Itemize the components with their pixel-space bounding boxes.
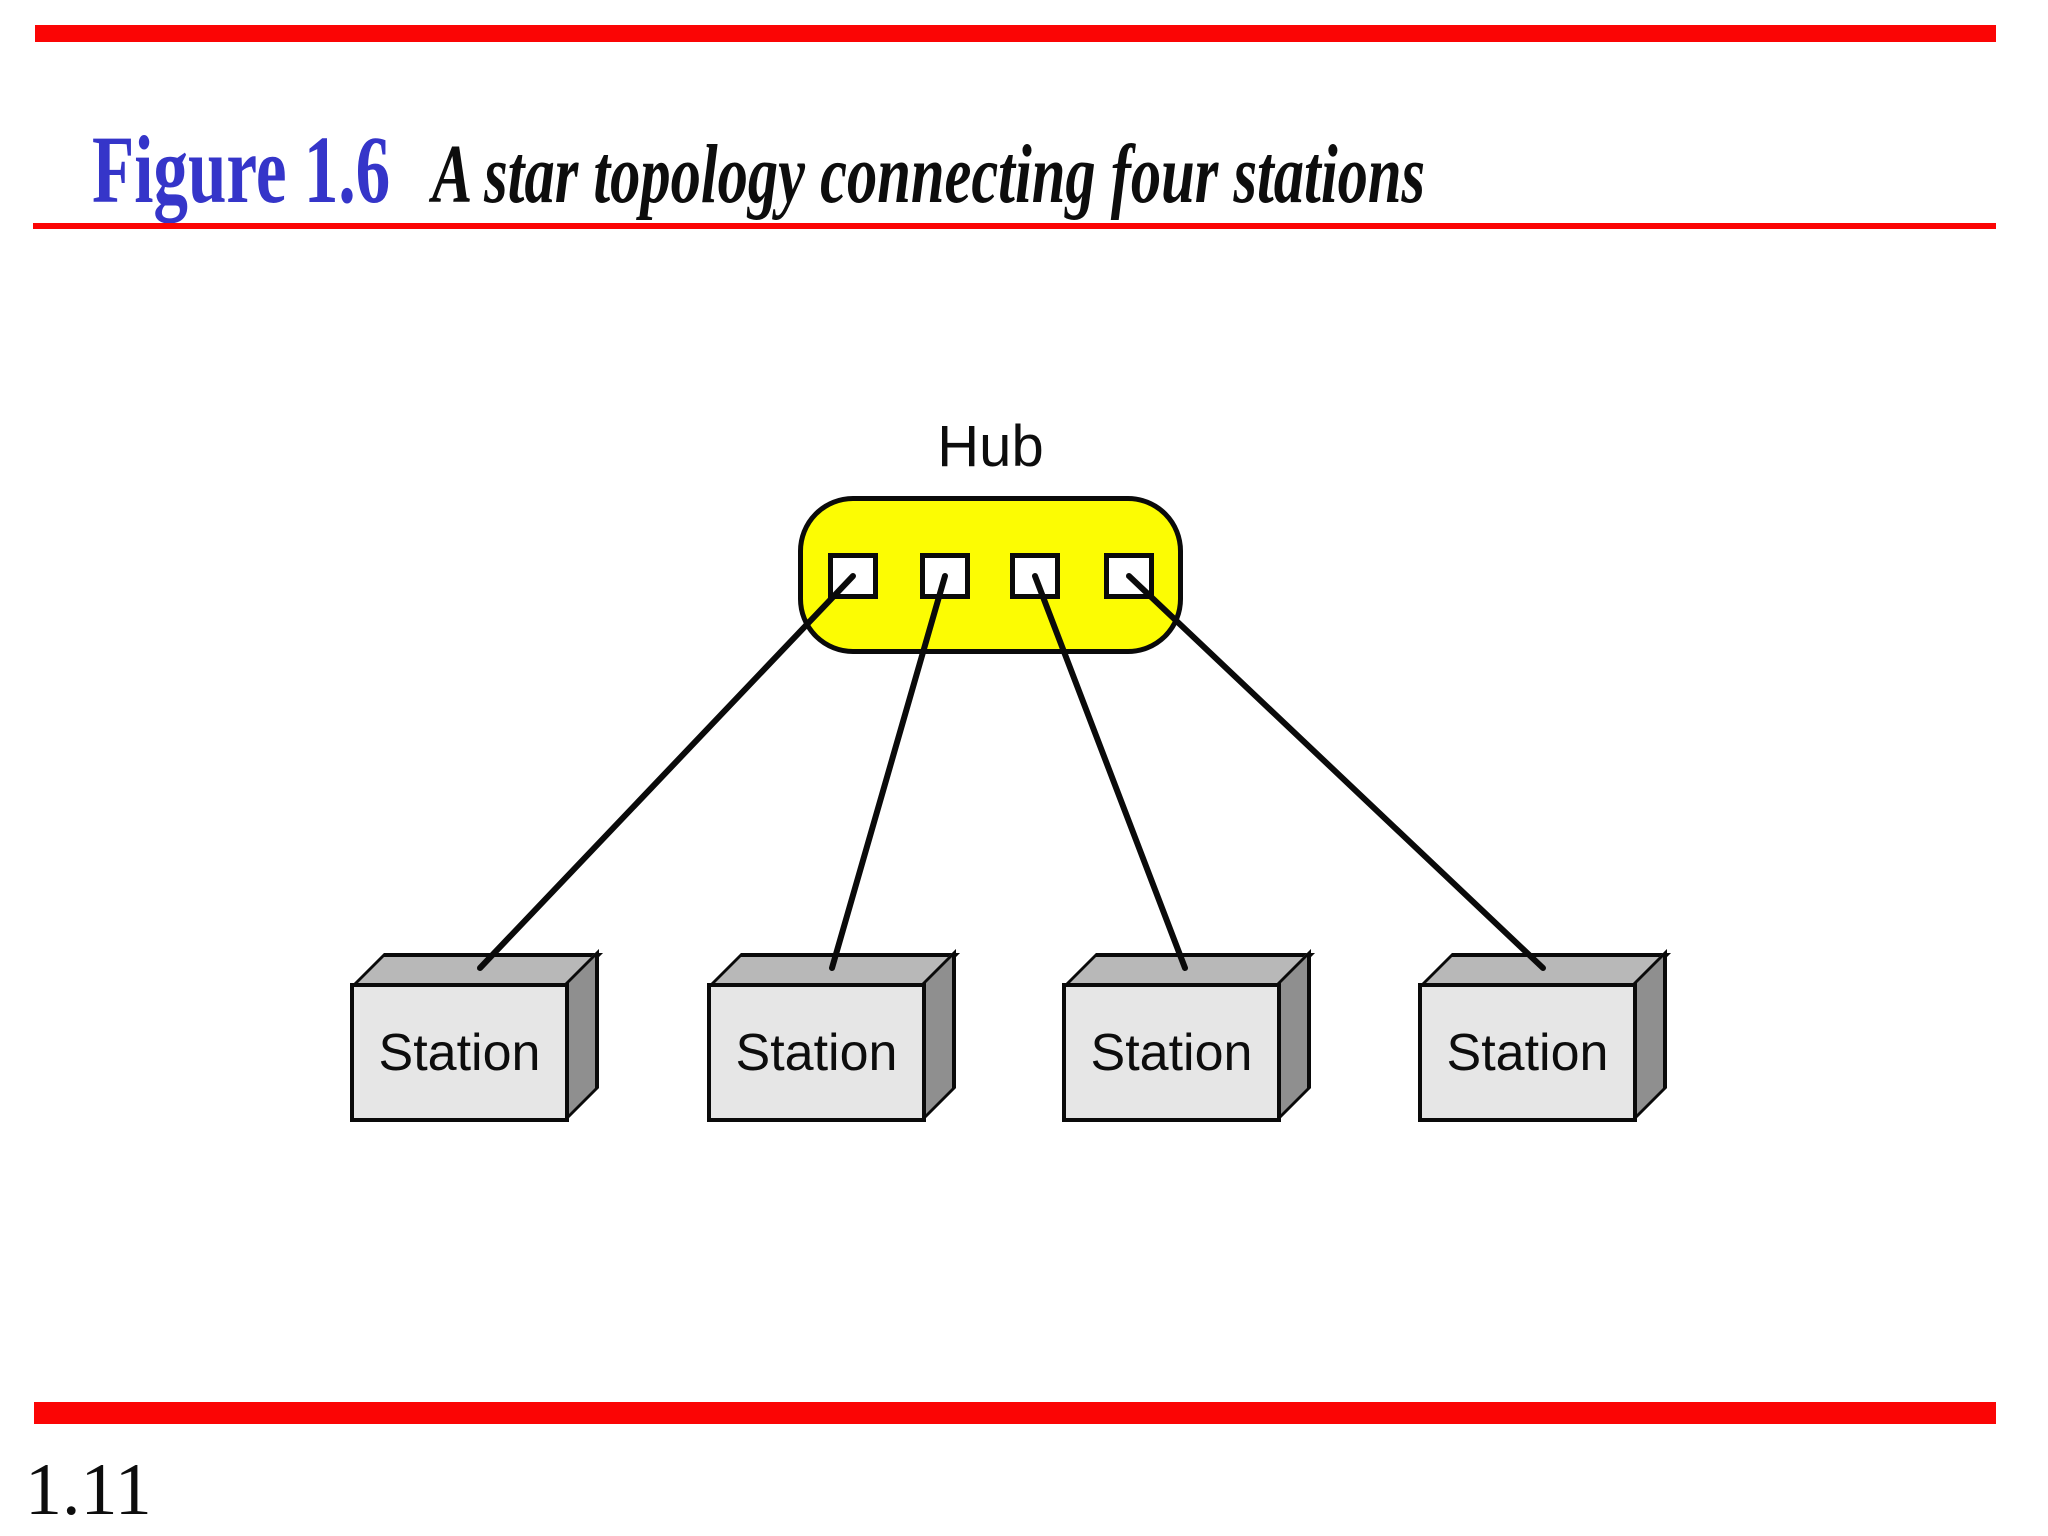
page-number: 1.11	[25, 1449, 152, 1531]
hub-port-4	[1104, 553, 1154, 599]
station-label: Station	[1090, 1023, 1253, 1082]
title-underline-rule	[33, 223, 1996, 229]
station-front-face: Station	[1418, 983, 1637, 1122]
station-label: Station	[378, 1023, 541, 1082]
station-front-face: Station	[1062, 983, 1281, 1122]
station-2: Station	[707, 949, 960, 1122]
station-3: Station	[1062, 949, 1315, 1122]
station-front-face: Station	[350, 983, 569, 1122]
station-front-face: Station	[707, 983, 926, 1122]
hub-port-1	[828, 553, 878, 599]
bottom-red-bar	[34, 1402, 1996, 1424]
hub-port-3	[1010, 553, 1060, 599]
figure-number-label: Figure 1.6	[92, 116, 391, 223]
station-4: Station	[1418, 949, 1671, 1122]
station-label: Station	[735, 1023, 898, 1082]
figure-caption: A star topology connecting four stations	[432, 128, 1426, 221]
station-label: Station	[1446, 1023, 1609, 1082]
hub-label: Hub	[937, 414, 1044, 479]
connection-line-4	[1126, 573, 1546, 971]
connection-line-1	[477, 573, 856, 971]
station-1: Station	[350, 949, 603, 1122]
top-red-bar	[35, 25, 1996, 42]
hub-port-2	[920, 553, 970, 599]
